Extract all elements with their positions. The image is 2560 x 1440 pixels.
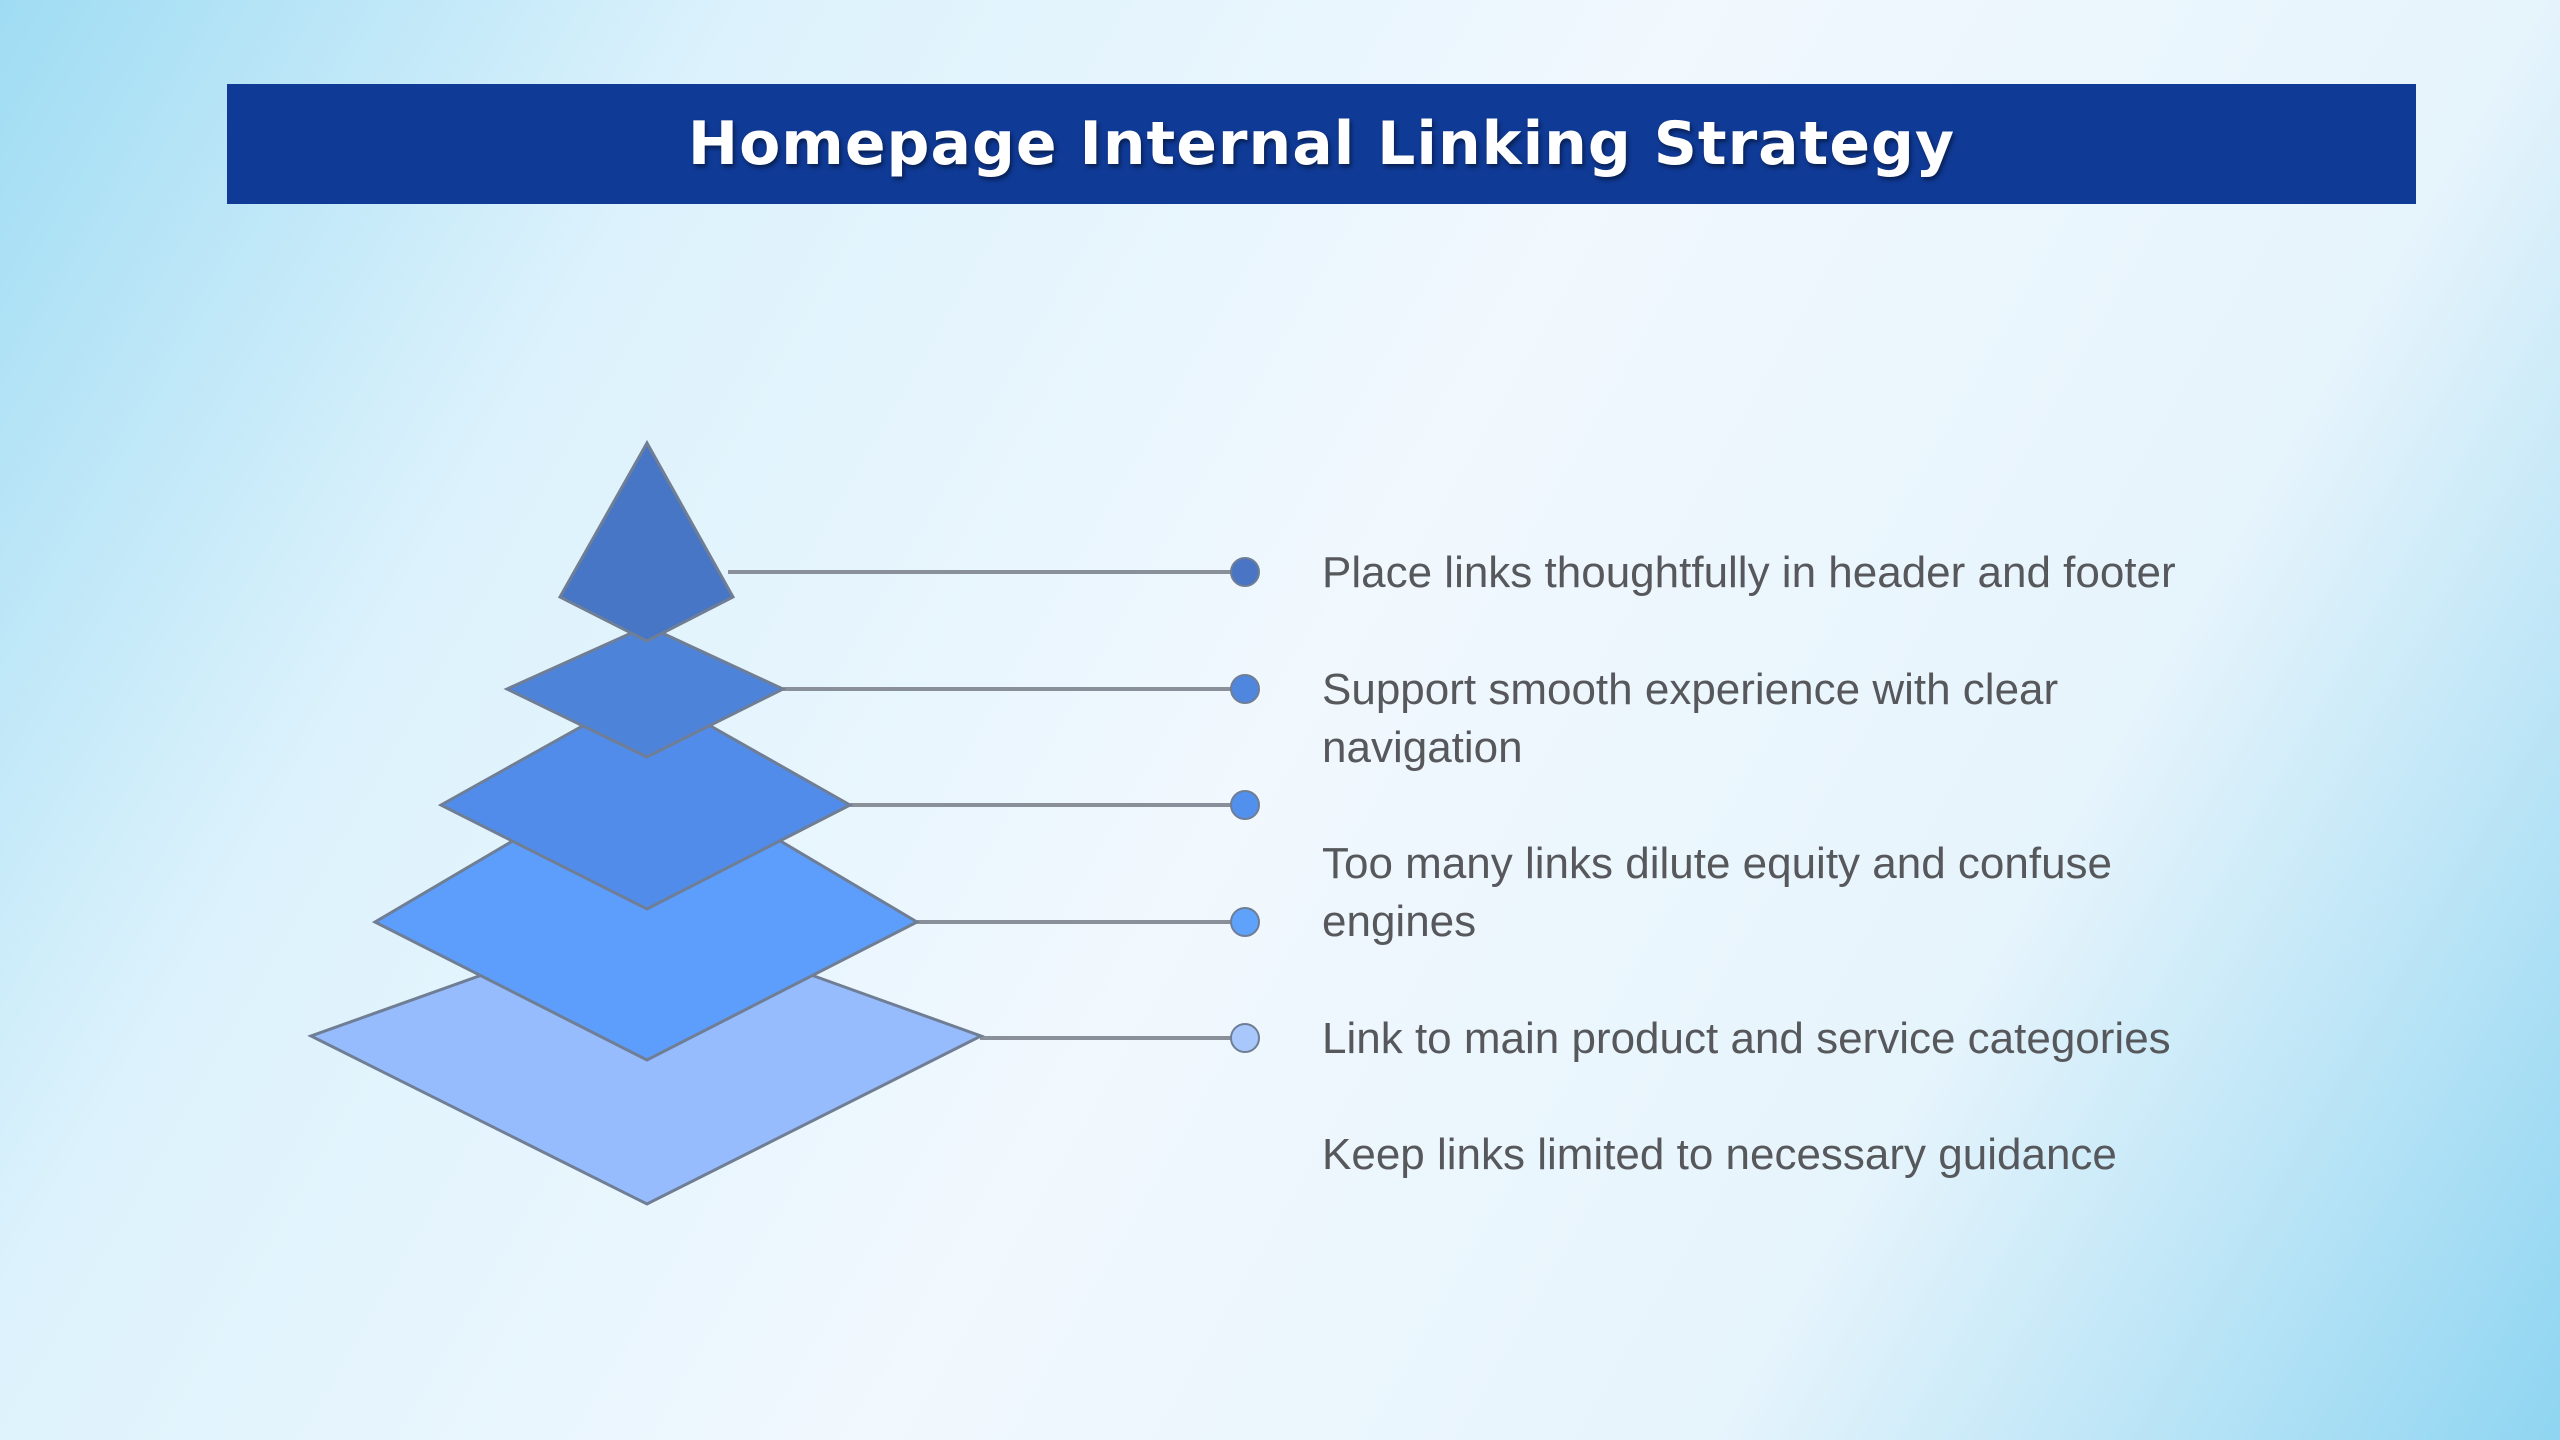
title-banner: Homepage Internal Linking Strategy <box>227 84 2416 204</box>
page-title: Homepage Internal Linking Strategy <box>687 109 1956 179</box>
statement-1: Place links thoughtfully in header and f… <box>1322 548 2176 597</box>
statement-4: Link to main product and service categor… <box>1322 1014 2171 1063</box>
statement-3: Too many links dilute equity and confuse… <box>1322 839 2113 946</box>
pyramid-layer-4 <box>371 760 921 1062</box>
marker-dot-2 <box>1230 674 1260 704</box>
marker-dot-1 <box>1230 557 1260 587</box>
statement-5: Keep links limited to necessary guidance <box>1322 1130 2117 1179</box>
marker-dot-4 <box>1230 907 1260 937</box>
statement-2: Support smooth experience with clear nav… <box>1322 665 2059 772</box>
marker-dot-3 <box>1230 790 1260 820</box>
pyramid-layer-2 <box>503 624 787 759</box>
marker-dot-5 <box>1230 1023 1260 1053</box>
pyramid-layer-1 <box>557 439 736 643</box>
connector-lines <box>728 570 1245 1040</box>
pyramid-layer-3 <box>437 688 854 911</box>
